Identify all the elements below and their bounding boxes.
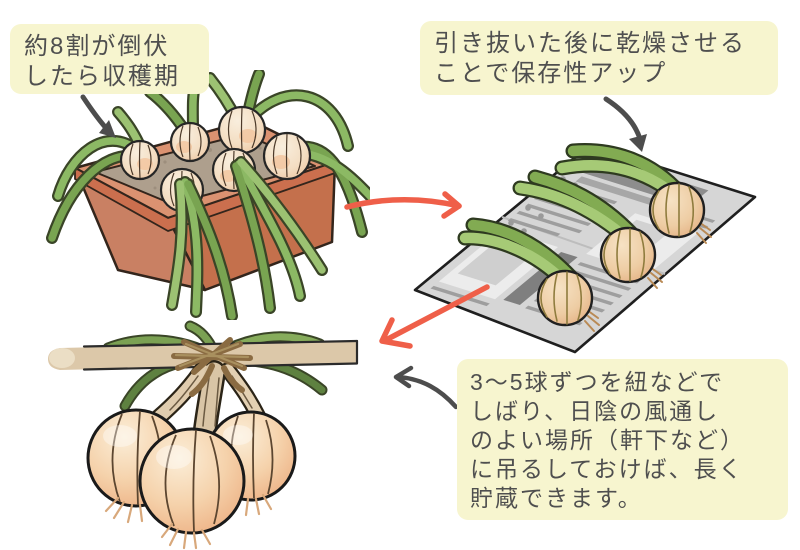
callout-dry-line-2: ことで保存性アップ (434, 60, 668, 88)
hanging-bunch-illustration (48, 320, 359, 550)
hanging-onions (86, 408, 297, 550)
callout-store-line-2: しばり、日陰の風通し (470, 397, 720, 424)
callout-drying: 引き抜いた後に乾燥させる ことで保存性アップ (420, 21, 778, 95)
callout-store-line-3: のよい場所（軒下など） (470, 426, 745, 453)
callout-store-line-1: 3〜5球ずつを紐などで (470, 369, 725, 395)
callout-store-line-5: 貯蔵できます。 (470, 484, 643, 511)
twine-knot (171, 337, 253, 397)
callout-dry-line-1: 引き抜いた後に乾燥させる (434, 30, 746, 57)
onion-bulb (169, 121, 211, 163)
onion-bulb (119, 139, 161, 181)
onion-bulb (217, 105, 267, 155)
planter-illustration (46, 70, 370, 320)
onion-bulb (262, 131, 312, 181)
drying-onion (457, 217, 600, 332)
drying-onion (554, 143, 712, 244)
callout-store-line-4: に吊るしておけば、長く (470, 455, 744, 482)
callout-harvest-timing: 約8割が倒伏 したら収穫期 (10, 24, 209, 94)
callout-harvest-line-1: 約8割が倒伏 (24, 33, 170, 60)
drying-onions (457, 143, 712, 332)
callout-harvest-line-2: したら収穫期 (24, 63, 180, 91)
onion-leaves-front (166, 156, 328, 320)
drying-onion (512, 169, 663, 289)
newspaper-drying-illustration (413, 143, 757, 354)
hanging-onion (138, 427, 246, 550)
callout-storage: 3〜5球ずつを紐などで しばり、日陰の風通し のよい場所（軒下など） に吊るして… (457, 359, 788, 520)
